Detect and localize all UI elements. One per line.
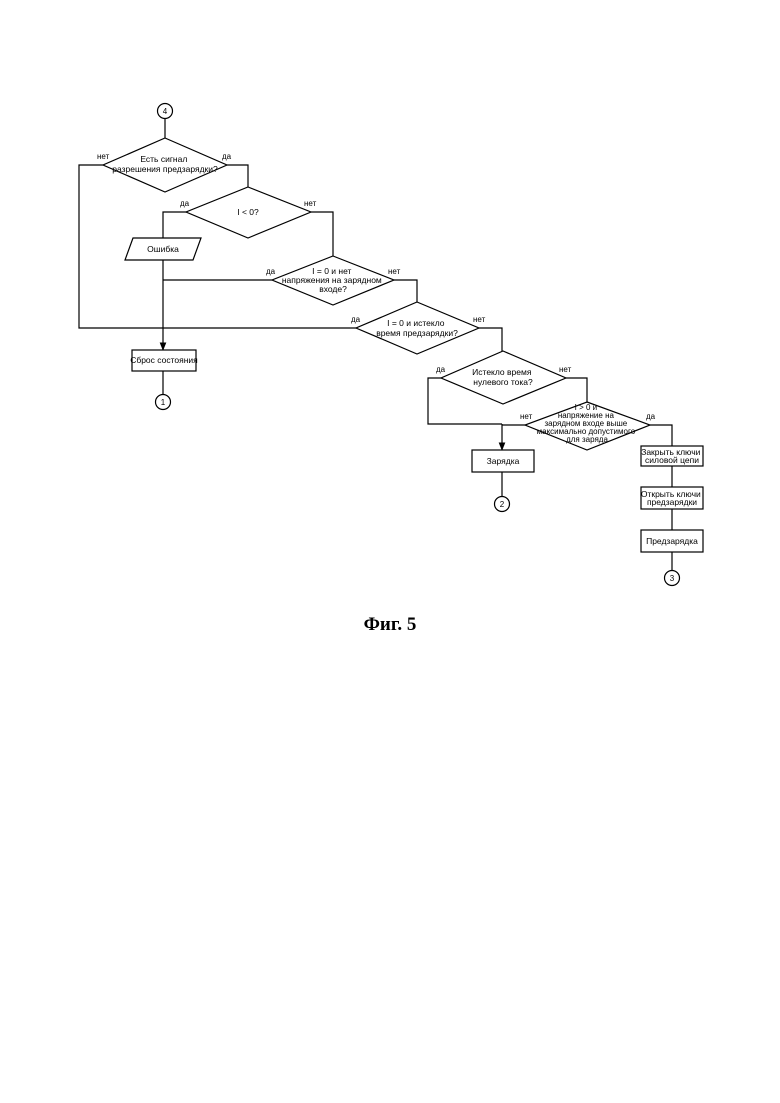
svg-text:3: 3 <box>670 574 675 583</box>
svg-text:Истекло время нулевого т: Истекло время нулевого тока? <box>472 367 534 387</box>
process-open-precharge-keys: Открыть ключи предзарядки <box>641 487 703 509</box>
svg-text:I > 0 и напряжение на: I > 0 и напряжение на зарядном входе выш… <box>537 403 638 444</box>
decision-precharge-permission: Есть сигнал разрешения предзарядки? <box>103 138 227 192</box>
connector-3: 3 <box>665 571 680 586</box>
branch-label-d6-no: нет <box>520 412 533 421</box>
svg-text:Зарядка: Зарядка <box>487 456 520 466</box>
branch-label-d1-yes: да <box>222 152 232 161</box>
process-line: предзарядки <box>647 497 697 507</box>
process-precharge: Предзарядка <box>641 530 703 552</box>
decision-line: I < 0? <box>237 207 259 217</box>
svg-text:I = 0 и истекло время пр: I = 0 и истекло время предзарядки? <box>376 318 458 338</box>
decision-line: Есть сигнал <box>140 154 187 164</box>
branch-label-d5-no: нет <box>559 365 572 374</box>
branch-label-d4-yes: да <box>351 315 361 324</box>
svg-text:2: 2 <box>500 500 505 509</box>
svg-text:Ошибка: Ошибка <box>147 244 179 254</box>
decision-line: время предзарядки? <box>376 328 458 338</box>
branch-label-d1-no: нет <box>97 152 110 161</box>
branch-label-d5-yes: да <box>436 365 446 374</box>
io-error: Ошибка <box>125 238 201 260</box>
process-charge: Зарядка <box>472 450 534 472</box>
process-line: силовой цепи <box>645 455 699 465</box>
branch-label-d4-no: нет <box>473 315 486 324</box>
svg-text:1: 1 <box>161 398 166 407</box>
svg-text:I < 0?: I < 0? <box>237 207 259 217</box>
decision-zero-current-timeout: Истекло время нулевого тока? <box>441 351 566 404</box>
branch-label-d3-yes: да <box>266 267 276 276</box>
decision-precharge-timeout: I = 0 и истекло время предзарядки? <box>356 302 479 354</box>
branch-label-d6-yes: да <box>646 412 656 421</box>
figure-caption: Фиг. 5 <box>0 614 780 636</box>
connector-1: 1 <box>156 395 171 410</box>
connector-4: 4 <box>158 104 173 119</box>
decision-zero-current-no-voltage: I = 0 и нет напряжения на зарядном входе… <box>272 256 394 305</box>
decision-line: I = 0 и истекло <box>387 318 445 328</box>
decision-line: разрешения предзарядки? <box>112 164 218 174</box>
branch-label-d2-yes: да <box>180 199 190 208</box>
svg-text:Закрыть ключи силовой це: Закрыть ключи силовой цепи <box>641 447 703 465</box>
branch-label-d2-no: нет <box>304 199 317 208</box>
svg-text:Предзарядка: Предзарядка <box>646 536 698 546</box>
decision-overvoltage: I > 0 и напряжение на зарядном входе выш… <box>525 402 650 450</box>
decision-line: для заряда <box>566 435 608 444</box>
process-reset-state: Сброс состояния <box>130 350 198 371</box>
decision-line: нулевого тока? <box>473 377 533 387</box>
svg-text:Открыть ключи предзарядк: Открыть ключи предзарядки <box>641 489 703 507</box>
svg-text:Сброс состояния: Сброс состояния <box>130 355 198 365</box>
svg-text:4: 4 <box>163 107 168 116</box>
process-close-power-keys: Закрыть ключи силовой цепи <box>641 446 703 466</box>
branch-label-d3-no: нет <box>388 267 401 276</box>
connector-2: 2 <box>495 497 510 512</box>
decision-line: Истекло время <box>472 367 532 377</box>
decision-line: входе? <box>319 284 347 294</box>
decision-current-negative: I < 0? <box>186 187 311 238</box>
